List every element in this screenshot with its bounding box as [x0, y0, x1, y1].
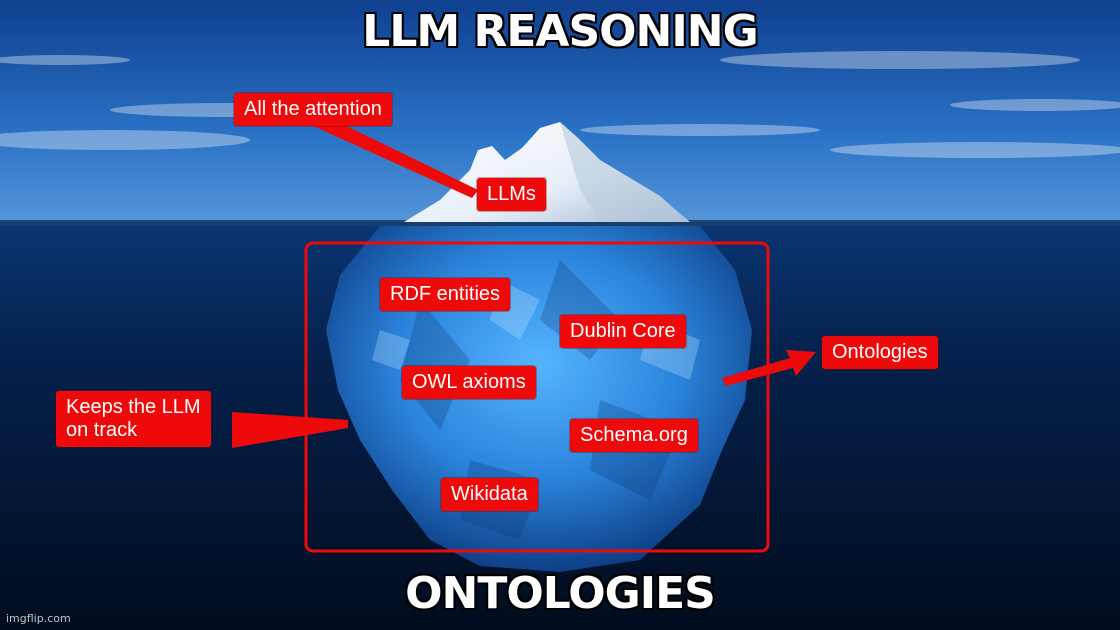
iceberg-tip-shade	[560, 122, 690, 222]
arrow-ontologies	[722, 350, 816, 386]
label-ontologies: Ontologies	[822, 336, 938, 369]
label-schema-org: Schema.org	[570, 419, 698, 452]
ontology-frame	[304, 241, 770, 553]
label-llms: LLMs	[477, 178, 546, 211]
arrow-keeps	[232, 412, 348, 448]
meme-title-bottom: ONTOLOGIES	[405, 568, 716, 619]
label-dublin-core: Dublin Core	[560, 315, 686, 348]
label-owl-axioms: OWL axioms	[402, 366, 536, 399]
waterline	[0, 220, 1120, 226]
arrow-attention	[300, 118, 478, 198]
imgflip-watermark: imgflip.com	[6, 612, 71, 625]
iceberg-submerged	[326, 226, 752, 572]
label-keeps-the-llm-on-track: Keeps the LLM on track	[56, 391, 211, 447]
label-wikidata: Wikidata	[441, 478, 538, 511]
meme-title-top: LLM REASONING	[362, 6, 758, 57]
label-rdf-entities: RDF entities	[380, 278, 511, 311]
label-all-the-attention: All the attention	[234, 93, 392, 126]
